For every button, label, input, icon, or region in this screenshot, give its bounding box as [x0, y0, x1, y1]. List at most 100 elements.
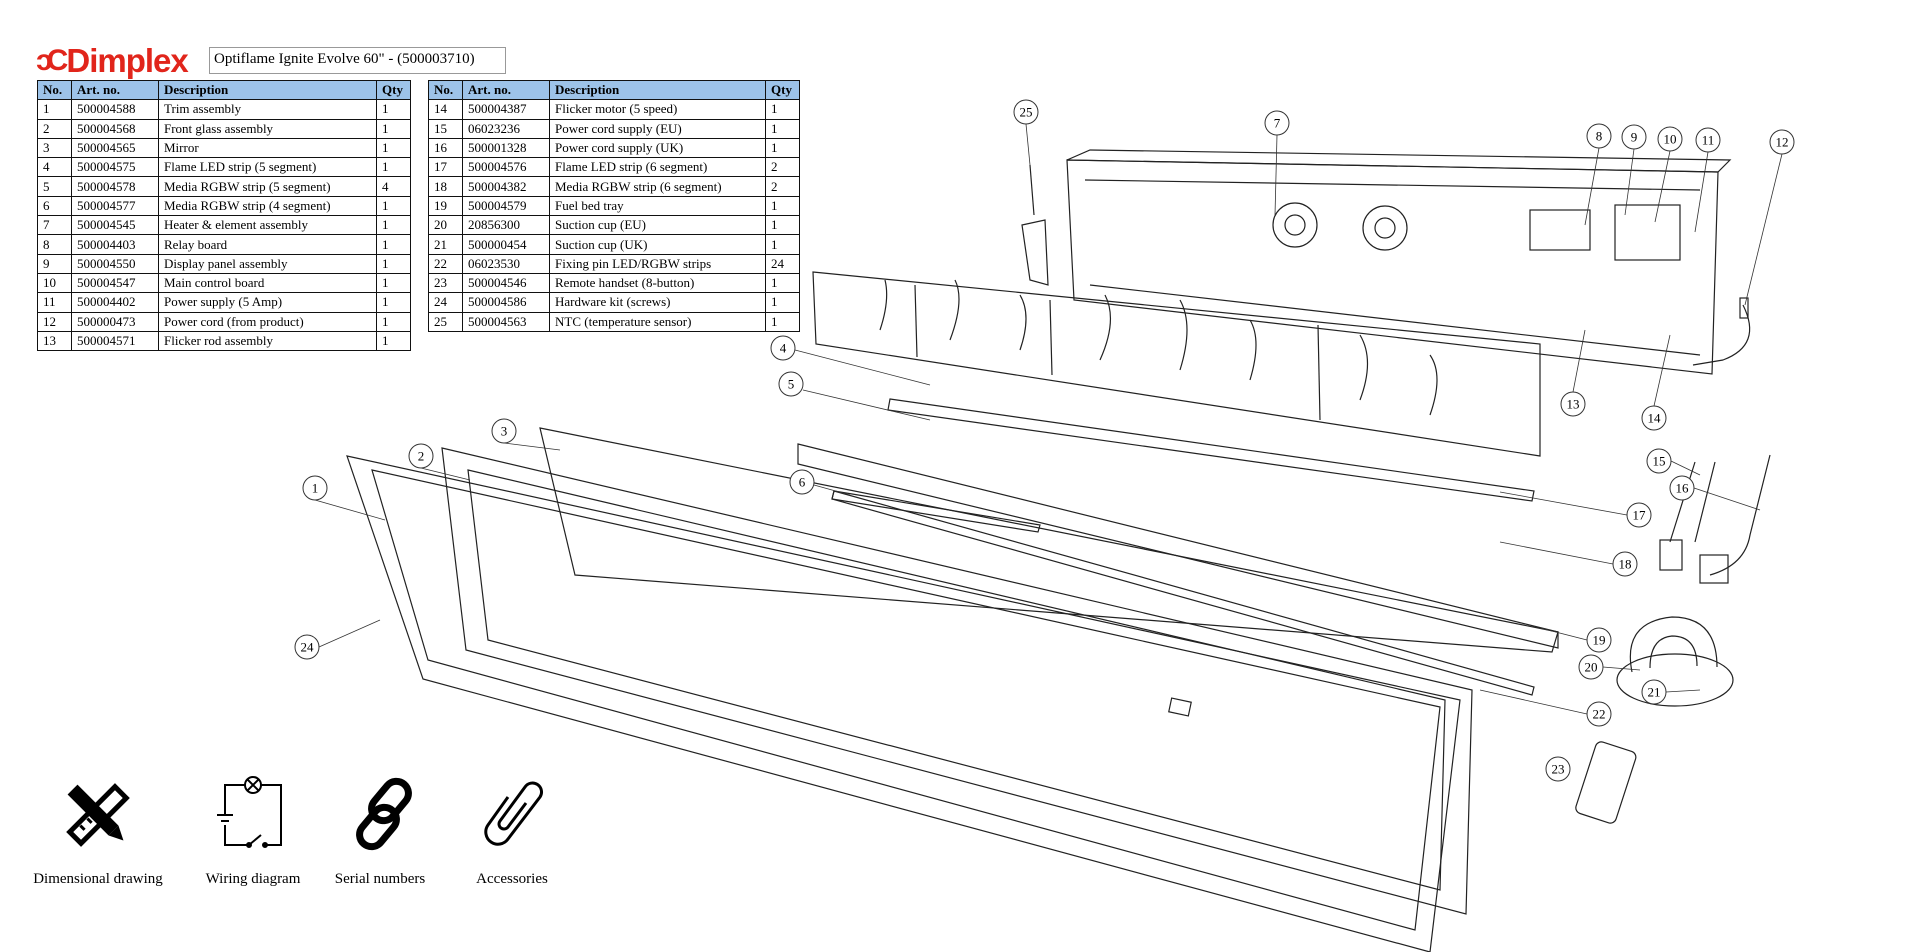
- serial-numbers-link[interactable]: Serial numbers: [335, 775, 426, 895]
- cell-art: 500004403: [71, 234, 159, 255]
- callout-17: 17: [1626, 502, 1652, 528]
- cell-art: 500004402: [71, 292, 159, 313]
- callout-7: 7: [1264, 110, 1290, 136]
- callout-5: 5: [778, 371, 804, 397]
- cell-qty: 1: [765, 118, 800, 139]
- accessories-label: Accessories: [476, 871, 548, 887]
- serial-numbers-label: Serial numbers: [334, 871, 426, 887]
- leader-lines: [314, 123, 1783, 715]
- cell-art: 500004387: [462, 99, 550, 120]
- callout-number: 18: [1619, 557, 1632, 572]
- paperclip-icon: [484, 781, 543, 846]
- callout-number: 23: [1552, 762, 1565, 777]
- accessories-link[interactable]: Accessories: [476, 775, 554, 895]
- col-qty: Qty: [765, 79, 800, 101]
- cell-desc: Remote handset (8-button): [549, 272, 766, 294]
- cell-qty: 1: [376, 157, 411, 178]
- callout-1: 1: [302, 475, 328, 501]
- suction-cup: [1616, 616, 1734, 707]
- product-title: Optiflame Ignite Evolve 60" - (500003710…: [209, 47, 506, 74]
- callout-number: 14: [1648, 411, 1662, 426]
- callout-21: 21: [1641, 679, 1667, 705]
- callout-4: 4: [770, 335, 796, 361]
- cell-art: 500004588: [71, 99, 159, 120]
- cell-qty: 1: [376, 253, 411, 274]
- cell-qty: 1: [765, 311, 800, 332]
- callout-10: 10: [1657, 126, 1683, 152]
- cell-no: 11: [37, 292, 72, 313]
- callout-number: 25: [1020, 105, 1033, 120]
- circuit-icon: [217, 776, 282, 848]
- cell-desc: Flame LED strip (5 segment): [158, 157, 377, 178]
- callout-2: 2: [408, 443, 434, 469]
- front-glass: [441, 447, 1473, 915]
- callout-number: 21: [1648, 685, 1661, 700]
- callout-12: 12: [1769, 129, 1795, 155]
- callout-number: 16: [1676, 481, 1690, 496]
- callout-number: 1: [312, 481, 319, 496]
- callout-number: 2: [418, 449, 425, 464]
- callout-23: 23: [1545, 756, 1571, 782]
- callout-number: 22: [1593, 707, 1606, 722]
- callout-number: 20: [1585, 660, 1598, 675]
- callout-13: 13: [1560, 391, 1586, 417]
- chain-link-icon: [356, 777, 412, 851]
- callout-number: 12: [1776, 135, 1789, 150]
- callout-number: 7: [1274, 116, 1281, 131]
- cell-art: 500000473: [71, 311, 159, 332]
- cell-desc: Hardware kit (screws): [549, 292, 766, 313]
- flame-panels: [812, 271, 1541, 457]
- cell-no: 25: [428, 311, 463, 332]
- dimensional-drawing-link[interactable]: Dimensional drawing: [33, 775, 163, 895]
- dimensional-drawing-label: Dimensional drawing: [33, 871, 163, 887]
- wiring-diagram-link[interactable]: Wiring diagram: [206, 775, 300, 895]
- callout-19: 19: [1586, 627, 1612, 653]
- callout-16: 16: [1669, 475, 1695, 501]
- callout-number: 15: [1653, 454, 1666, 469]
- callout-number: 11: [1702, 133, 1715, 148]
- cell-art: 500004568: [71, 118, 159, 139]
- callout-25: 25: [1013, 99, 1039, 125]
- remote-handset: [1575, 741, 1637, 824]
- trim-frame: [346, 455, 1461, 952]
- callout-11: 11: [1695, 127, 1721, 153]
- callout-20: 20: [1578, 654, 1604, 680]
- cell-desc: Flicker rod assembly: [158, 330, 377, 352]
- cell-art: 500004578: [71, 176, 159, 197]
- cell-art: 500004550: [71, 253, 159, 274]
- callout-9: 9: [1621, 124, 1647, 150]
- callout-number: 24: [301, 640, 315, 655]
- callout-number: 5: [788, 377, 795, 392]
- callout-number: 10: [1664, 132, 1677, 147]
- brand-name: Dimplex: [66, 42, 188, 79]
- heater-housing: [1066, 149, 1732, 375]
- cell-qty: 24: [765, 253, 800, 274]
- cell-no: 13: [37, 330, 72, 352]
- callout-number: 4: [780, 341, 787, 356]
- cell-desc: NTC (temperature sensor): [549, 311, 766, 332]
- callout-18: 18: [1612, 551, 1638, 577]
- power-cords: [1659, 297, 1771, 584]
- cell-desc: Flicker motor (5 speed): [549, 99, 766, 120]
- mirror: [539, 427, 1559, 653]
